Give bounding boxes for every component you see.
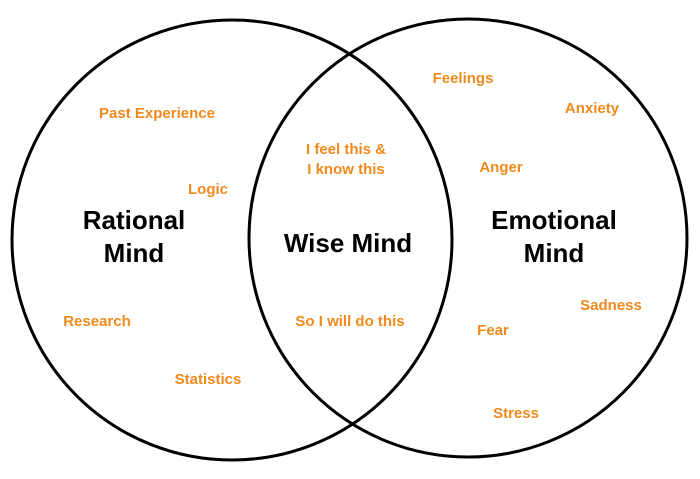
term-anger: Anger xyxy=(479,159,523,176)
term-anxiety: Anxiety xyxy=(565,100,620,117)
term-feelings: Feelings xyxy=(433,70,494,87)
rational-mind-title-line2: Mind xyxy=(104,238,165,268)
term-sadness: Sadness xyxy=(580,297,642,314)
term-so-i-will-do-this: So I will do this xyxy=(295,313,404,330)
term-logic: Logic xyxy=(188,181,228,198)
rational-mind-circle xyxy=(10,18,454,462)
emotional-mind-title-line1: Emotional xyxy=(491,205,617,235)
term-research: Research xyxy=(63,313,131,330)
emotional-mind-title-line2: Mind xyxy=(524,238,585,268)
term-i-feel-this: I feel this & xyxy=(306,141,386,158)
term-fear: Fear xyxy=(477,322,509,339)
rational-mind-title-line1: Rational xyxy=(83,205,186,235)
term-stress: Stress xyxy=(493,405,539,422)
term-statistics: Statistics xyxy=(175,371,242,388)
term-i-know-this: I know this xyxy=(307,161,385,178)
emotional-mind-circle xyxy=(247,17,689,459)
wise-mind-title: Wise Mind xyxy=(284,228,412,258)
term-past-experience: Past Experience xyxy=(99,105,215,122)
